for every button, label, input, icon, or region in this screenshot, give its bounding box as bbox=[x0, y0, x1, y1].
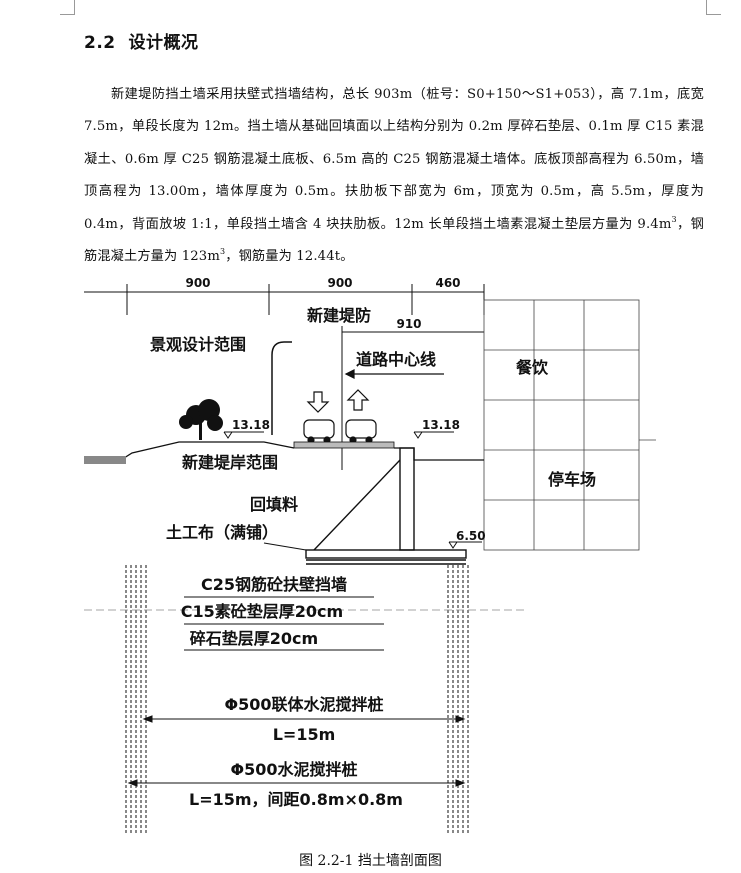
section-number: 2.2 bbox=[84, 33, 116, 53]
section-heading: 2.2 设计概况 bbox=[84, 28, 198, 53]
label-pile-group-length: L=15m bbox=[273, 725, 336, 744]
elevation-right: 13.18 bbox=[422, 418, 460, 432]
label-geotextile: 土工布（满铺） bbox=[166, 523, 278, 542]
label-pile-group: Φ500联体水泥搅拌桩 bbox=[224, 695, 383, 714]
elevation-mark-right bbox=[413, 431, 454, 439]
label-pile-spacing: L=15m，间距0.8m×0.8m bbox=[189, 790, 403, 809]
left-ground-fill bbox=[84, 456, 126, 464]
section-title: 设计概况 bbox=[128, 33, 199, 53]
paragraph-text-1: 新建堤防挡土墙采用扶壁式挡墙结构，总长 903m（桩号：S0+150～S1+05… bbox=[84, 87, 704, 232]
street-lamp bbox=[271, 341, 292, 435]
car-icons bbox=[303, 419, 377, 444]
label-landscape-range: 景观设计范围 bbox=[150, 335, 246, 354]
label-new-levee: 新建堤防 bbox=[307, 306, 371, 325]
elevation-mark-base bbox=[448, 541, 482, 549]
paragraph-text-2: ，钢筋混凝土方量为 123m bbox=[84, 216, 704, 265]
body-paragraph: 新建堤防挡土墙采用扶壁式挡墙结构，总长 903m（桩号：S0+150～S1+05… bbox=[84, 79, 704, 273]
label-pile: Φ500水泥搅拌桩 bbox=[230, 760, 357, 779]
superscript-2: 3 bbox=[219, 247, 226, 257]
dim-900-left: 900 bbox=[185, 276, 210, 290]
label-road-center: 道路中心线 bbox=[356, 350, 436, 369]
geotextile-leader bbox=[263, 542, 307, 551]
retaining-wall bbox=[305, 447, 467, 565]
figure-caption: 图 2.2-1 挡土墙剖面图 bbox=[299, 853, 442, 869]
road-center-arrow bbox=[344, 369, 444, 379]
page-corner-mark-right bbox=[706, 0, 721, 15]
top-dimension-line bbox=[84, 284, 485, 315]
pile-dim-1 bbox=[142, 715, 466, 723]
label-c25-wall: C25钢筋砼扶壁挡墙 bbox=[201, 575, 347, 594]
label-backfill: 回填料 bbox=[250, 495, 298, 514]
tree-icon bbox=[179, 399, 223, 440]
traffic-arrows bbox=[306, 389, 370, 413]
paragraph-text-3: ，钢筋量为 12.44t。 bbox=[225, 249, 354, 265]
pile-dim-2 bbox=[127, 779, 466, 787]
dim-900-mid: 900 bbox=[327, 276, 352, 290]
dim-910: 910 bbox=[396, 317, 421, 331]
superscript-1: 3 bbox=[671, 214, 677, 224]
page-corner-mark-left bbox=[60, 0, 75, 15]
elevation-mark-left bbox=[223, 431, 264, 439]
building-grid bbox=[483, 299, 656, 551]
label-new-bank-range: 新建堤岸范围 bbox=[182, 453, 278, 472]
ground-profile bbox=[84, 441, 484, 461]
elevation-left: 13.18 bbox=[232, 418, 270, 432]
retaining-wall-section-drawing: 900 900 460 910 餐饮 停车场 景观设计范围 新建堤防 道路中心线 bbox=[84, 276, 656, 835]
elevation-base: 6.50 bbox=[456, 529, 486, 543]
piles-left bbox=[125, 565, 147, 835]
label-parking: 停车场 bbox=[548, 470, 596, 489]
label-c15-cushion: C15素砼垫层厚20cm bbox=[181, 602, 343, 621]
label-gravel-cushion: 碎石垫层厚20cm bbox=[190, 629, 318, 648]
dim-460: 460 bbox=[435, 276, 460, 290]
road-surface bbox=[293, 441, 395, 449]
label-restaurant: 餐饮 bbox=[515, 358, 549, 377]
piles-right bbox=[447, 565, 469, 835]
